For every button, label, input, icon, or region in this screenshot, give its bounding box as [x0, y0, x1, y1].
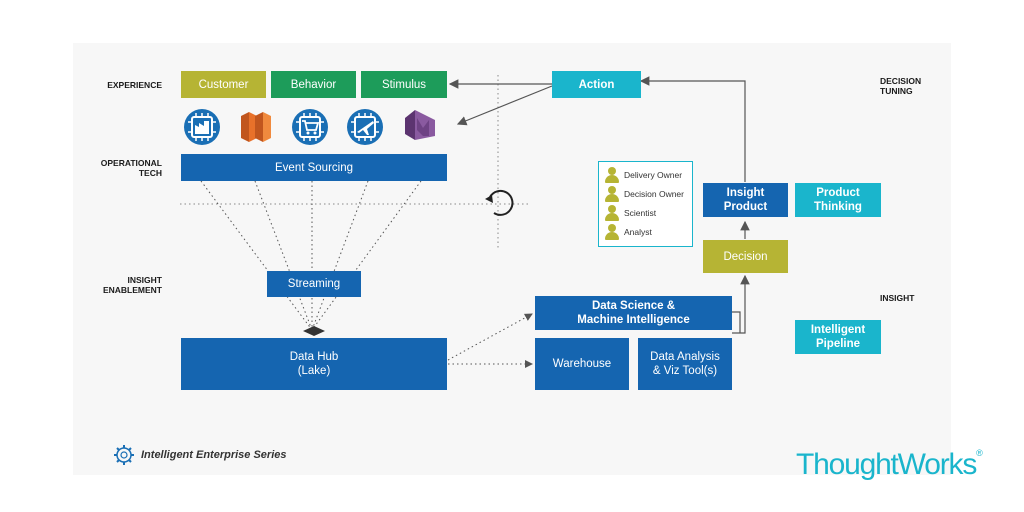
person-icon [605, 224, 619, 240]
fan-lines [200, 180, 422, 331]
factory-icon [184, 109, 220, 145]
label-insight: INSIGHT [880, 293, 915, 303]
data-hub-box: Data Hub(Lake) [181, 338, 447, 390]
data-science-box: Data Science &Machine Intelligence [535, 296, 732, 330]
streaming-box: Streaming [267, 271, 361, 297]
role-analyst: Analyst [605, 223, 652, 241]
stimulus-box: Stimulus [361, 71, 447, 98]
customer-box: Customer [181, 71, 266, 98]
emr-icon [405, 110, 435, 140]
series-caption: Intelligent Enterprise Series [113, 444, 287, 466]
action-box: Action [552, 71, 641, 98]
person-icon [605, 167, 619, 183]
shopping-cart-icon [292, 109, 328, 145]
role-decision-owner: Decision Owner [605, 185, 684, 203]
thoughtworks-logo: ThoughtWorks® [796, 448, 983, 481]
person-icon [605, 205, 619, 221]
aws-bars-icon [241, 112, 271, 142]
role-scientist: Scientist [605, 204, 656, 222]
airplane-icon [347, 109, 383, 145]
role-delivery-owner: Delivery Owner [605, 166, 682, 184]
cycle-icon [485, 189, 514, 216]
behavior-box: Behavior [271, 71, 356, 98]
data-analysis-box: Data Analysis& Viz Tool(s) [638, 338, 732, 390]
merge-diamond [303, 326, 325, 336]
label-experience: EXPERIENCE [107, 80, 162, 90]
person-icon [605, 186, 619, 202]
roles-legend: Delivery Owner Decision Owner Scientist … [598, 161, 693, 247]
brain-gear-icon [114, 445, 134, 465]
event-sourcing-box: Event Sourcing [181, 154, 447, 181]
diagram-panel [73, 43, 951, 475]
warehouse-box: Warehouse [535, 338, 629, 390]
decision-box: Decision [703, 240, 788, 273]
